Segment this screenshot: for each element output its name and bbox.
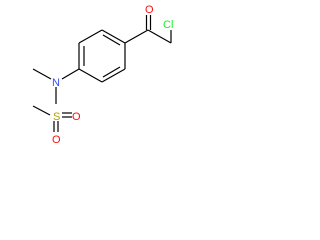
atom-label-sulfur: S (53, 111, 60, 123)
bond-s-methyl (32, 105, 51, 116)
bond-ring-inner-1 (102, 34, 121, 46)
molecule-structure: O Cl N S O O (32, 4, 173, 146)
benzene-ring (78, 29, 126, 83)
atom-label-oxygen-carbonyl: O (145, 4, 154, 16)
atom-label-chlorine: Cl (163, 19, 173, 31)
bond-n-methyl (32, 68, 52, 80)
bond-carbonyl-ch2 (147, 29, 172, 44)
bond-ring-carbonyl (124, 29, 149, 44)
bond-ring-6 (78, 29, 103, 44)
bond-ring-3 (101, 68, 126, 83)
bond-ring-4 (78, 68, 103, 83)
atom-label-oxygen-sulfonyl-right: O (72, 111, 81, 123)
bond-ring-1 (101, 29, 126, 44)
atom-label-nitrogen: N (52, 77, 60, 89)
bond-ring-n (61, 68, 80, 80)
bond-ring-inner-2 (102, 66, 121, 78)
atom-label-oxygen-sulfonyl-down: O (52, 134, 61, 146)
